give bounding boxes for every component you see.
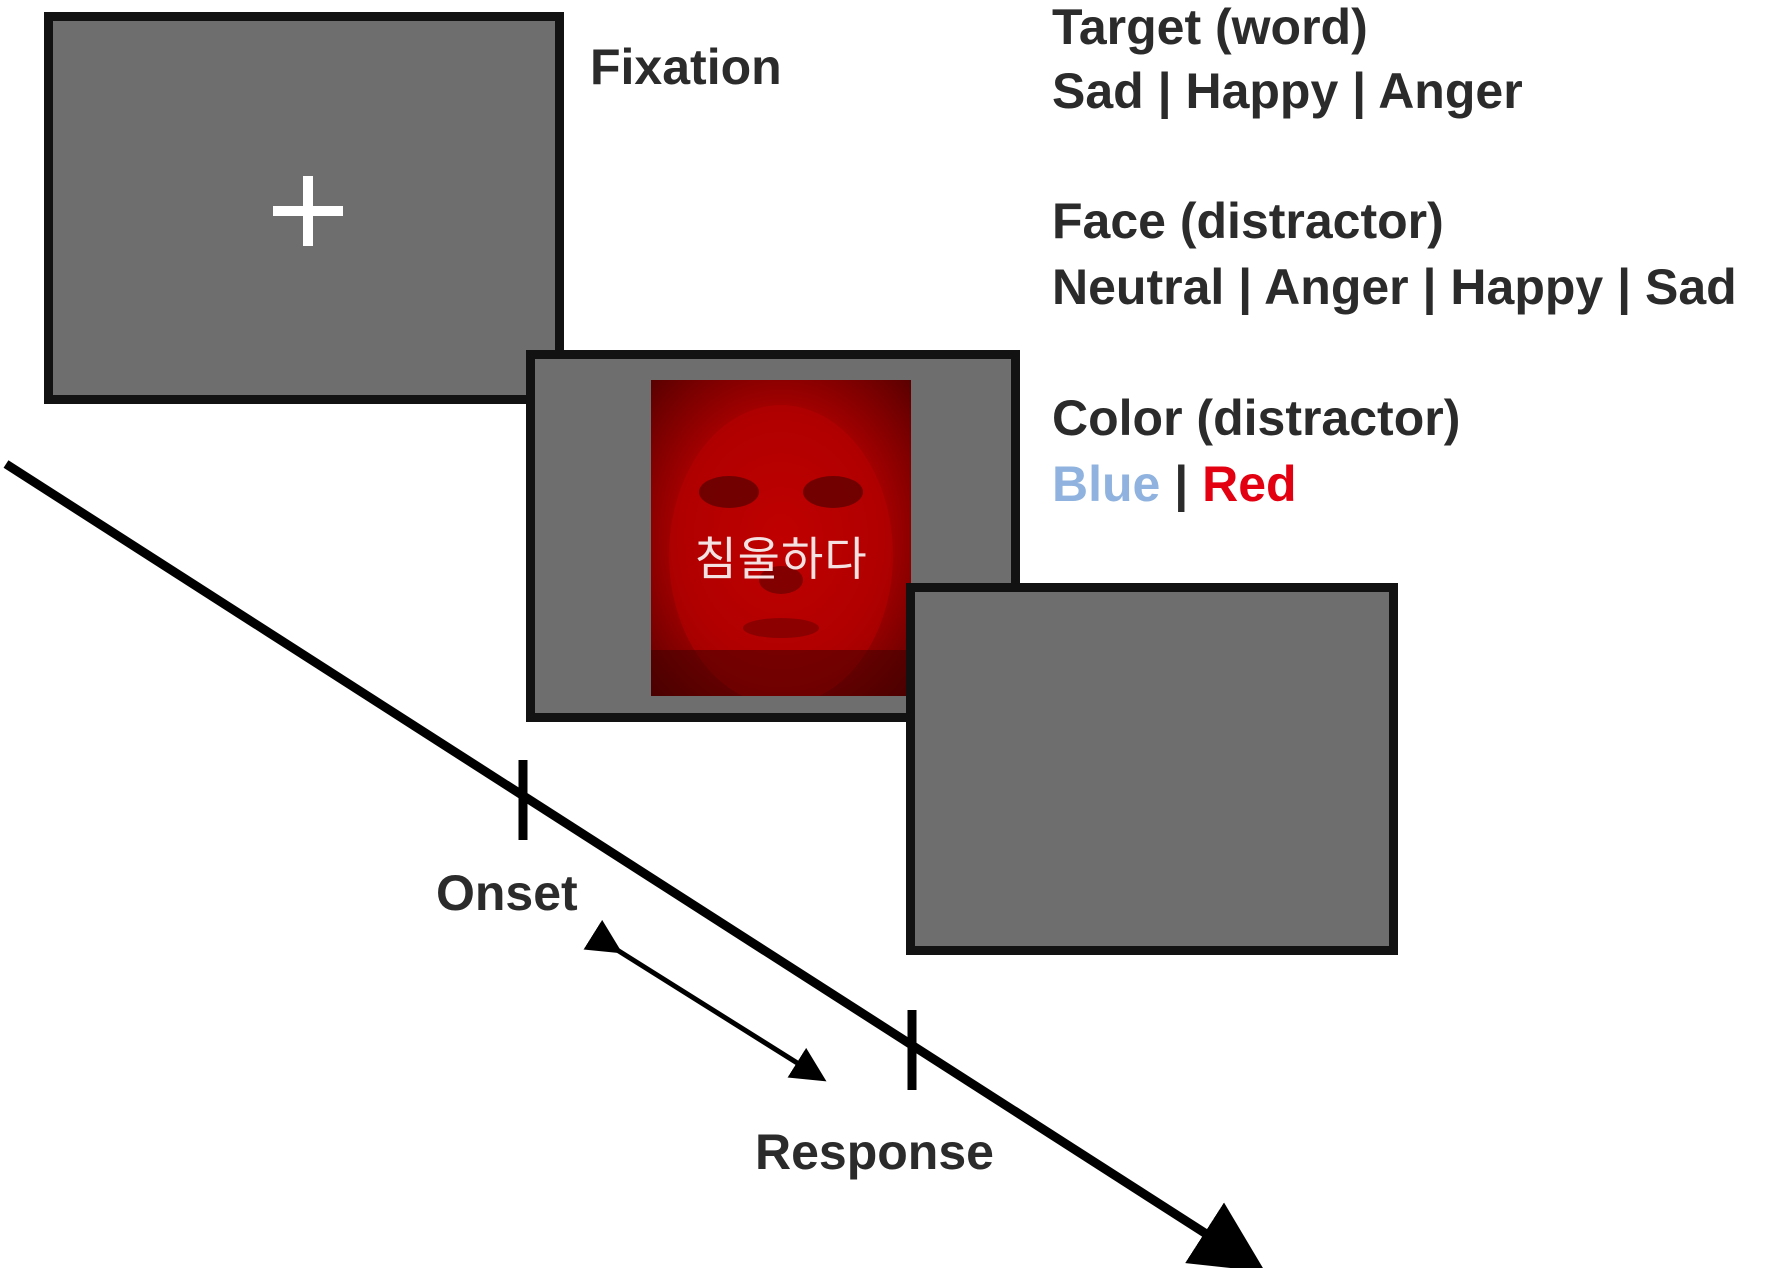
target-options: Sad | Happy | Anger xyxy=(1052,63,1523,119)
color-option-separator: | xyxy=(1160,456,1203,512)
reaction-time-arrow xyxy=(583,919,827,1082)
blank-screen xyxy=(906,583,1398,955)
onset-label: Onset xyxy=(436,865,578,921)
stimulus-word: 침울하다 xyxy=(694,532,868,586)
color-options: Blue | Red xyxy=(1052,459,1297,509)
time-arrow xyxy=(3,460,1266,1268)
color-title: Color (distractor) xyxy=(1052,390,1461,446)
fixation-screen xyxy=(44,12,564,404)
color-option-blue: Blue xyxy=(1052,456,1161,512)
red-tinted-face-image: 침울하다 xyxy=(651,380,911,696)
fixation-label: Fixation xyxy=(590,39,782,95)
face-options: Neutral | Anger | Happy | Sad xyxy=(1052,259,1737,315)
face-title: Face (distractor) xyxy=(1052,193,1444,249)
color-option-red: Red xyxy=(1202,456,1297,512)
stimulus-screen: 침울하다 xyxy=(526,350,1020,722)
target-title: Target (word) xyxy=(1052,0,1368,55)
fixation-cross-icon xyxy=(273,176,343,246)
face-features-icon xyxy=(651,405,911,696)
response-label: Response xyxy=(755,1124,994,1180)
